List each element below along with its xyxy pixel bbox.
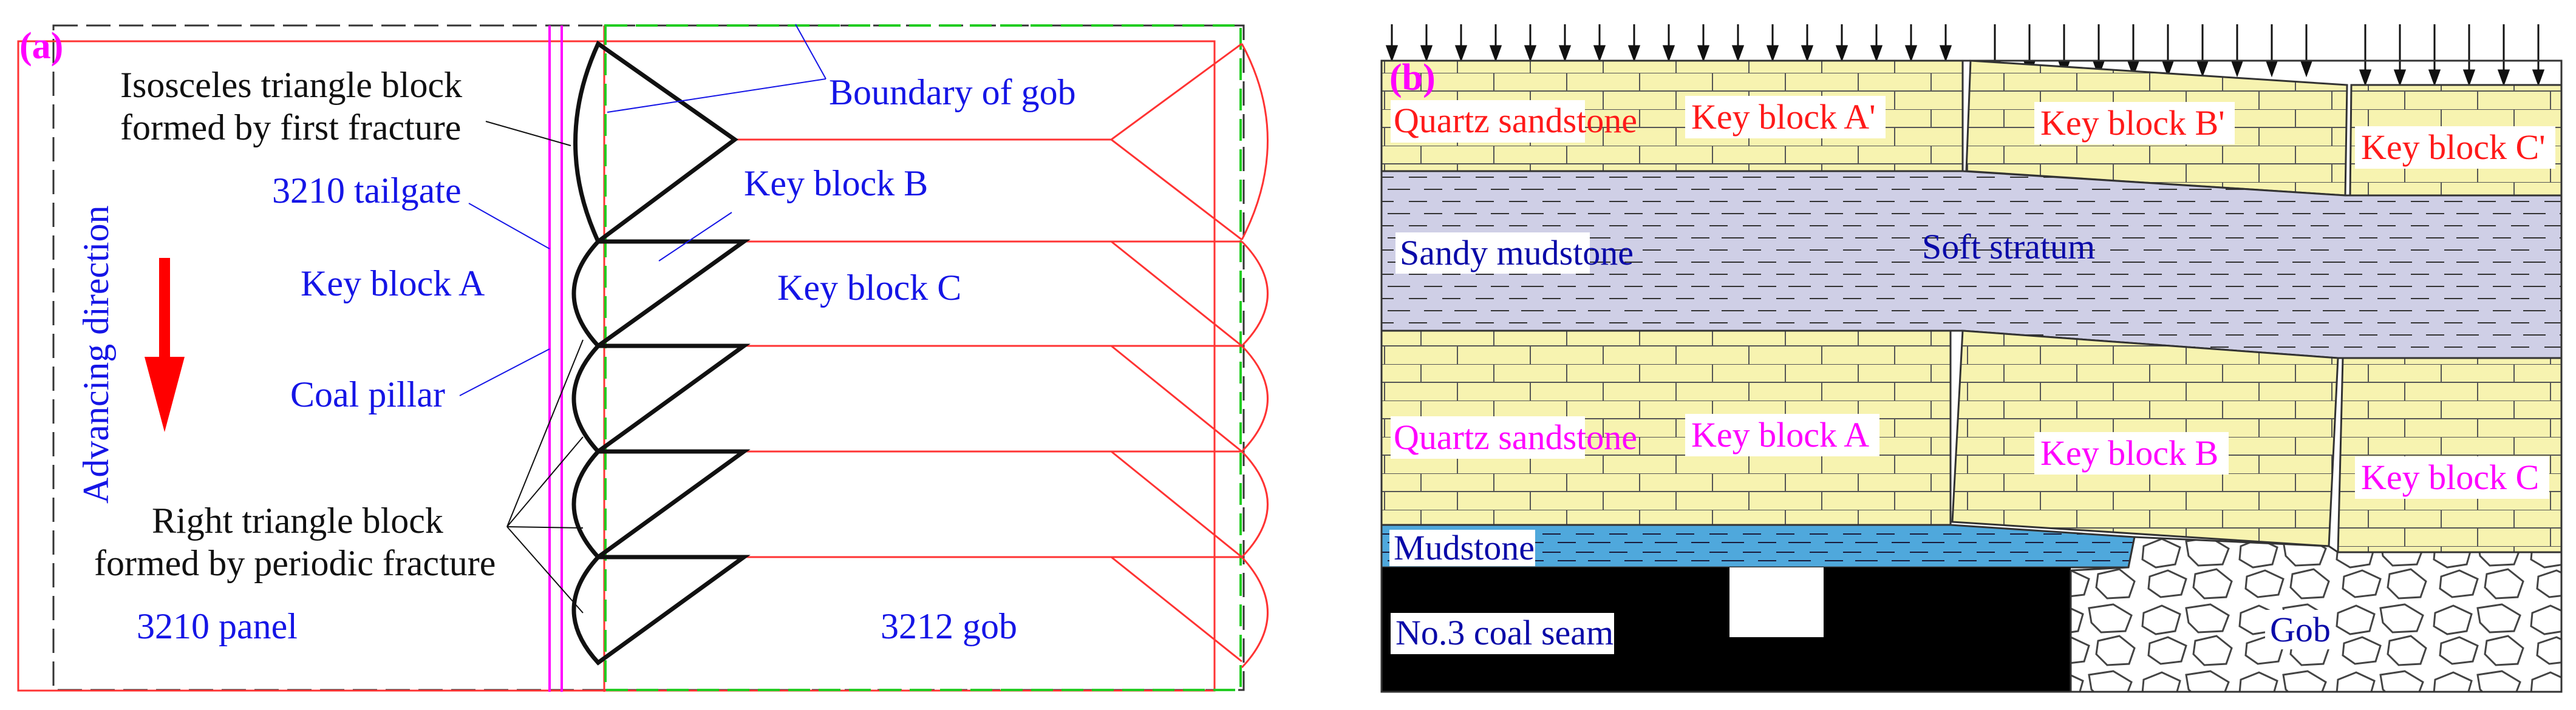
gob-boundary-dashed xyxy=(604,24,1242,691)
load-arrow-head xyxy=(1904,45,1918,63)
blue-leader-lines xyxy=(459,24,826,396)
label-quartz-sandstone-top: Quartz sandstone xyxy=(1394,101,1637,140)
label-soft-stratum: Soft stratum xyxy=(1922,227,2095,266)
panel-b-tag: (b) xyxy=(1389,57,1436,98)
label-mudstone: Mudstone xyxy=(1394,528,1535,567)
label-key-block-a-prime: Key block A' xyxy=(1691,97,1876,137)
gob-strips xyxy=(735,42,1269,669)
label-boundary-of-gob: Boundary of gob xyxy=(829,72,1076,112)
panel-b: (b) Quartz sandstone Key block A' Key bl… xyxy=(1380,24,2563,693)
load-arrow-head xyxy=(1558,45,1572,63)
load-arrow-head xyxy=(2359,69,2372,87)
roadway-opening xyxy=(1729,567,1824,637)
load-arrow-head xyxy=(1939,45,1952,63)
load-arrow-head xyxy=(2300,60,2313,78)
load-arrow-head xyxy=(1454,45,1468,63)
label-key-block-b: Key block B xyxy=(2040,433,2218,473)
load-arrow-head xyxy=(1627,45,1641,63)
leader-lines xyxy=(485,121,584,614)
label-isosceles-line1: Isosceles triangle block xyxy=(120,65,462,105)
key-block-c xyxy=(2337,357,2563,553)
load-arrow-head xyxy=(2265,60,2278,78)
load-arrow-head xyxy=(1835,45,1849,63)
label-advancing-direction: Advancing direction xyxy=(76,205,116,504)
right-triangle-block-1 xyxy=(571,239,751,349)
load-arrow-head xyxy=(2532,69,2545,87)
load-arrow-head xyxy=(1870,45,1883,63)
label-key-block-c: Key block C xyxy=(2361,458,2539,497)
load-arrow-head xyxy=(1697,45,1710,63)
triangle-blocks xyxy=(571,40,751,666)
load-arrow-head xyxy=(1420,45,1433,63)
label-key-block-a: Key block A xyxy=(1691,415,1869,455)
load-arrow-head xyxy=(1731,45,1745,63)
label-gob: Gob xyxy=(2270,610,2331,649)
label-3212-gob: 3212 gob xyxy=(881,606,1017,646)
label-key-block-c: Key block C xyxy=(777,268,961,308)
label-key-block-a: Key block A xyxy=(301,263,485,303)
label-sandy-mudstone: Sandy mudstone xyxy=(1400,233,1634,272)
load-arrow-head xyxy=(1662,45,1675,63)
load-arrow-head xyxy=(2462,69,2476,87)
label-no3-coal-seam: No.3 coal seam xyxy=(1395,613,1613,652)
label-key-block-b-prime: Key block B' xyxy=(2040,103,2225,143)
load-arrow-head xyxy=(2230,60,2244,78)
right-triangle-block-2 xyxy=(571,343,751,455)
load-arrow-head xyxy=(1593,45,1606,63)
load-arrow-head xyxy=(1385,45,1399,63)
label-3210-panel: 3210 panel xyxy=(137,606,298,646)
right-triangle-block-3 xyxy=(571,449,751,560)
load-arrow-head xyxy=(2196,60,2209,78)
label-key-block-c-prime: Key block C' xyxy=(2361,127,2546,167)
load-arrow-head xyxy=(1801,45,1814,63)
label-coal-pillar: Coal pillar xyxy=(290,374,445,414)
panel-a: (a) Isosceles triangle block formed by f… xyxy=(17,24,1269,692)
load-arrow-head xyxy=(1766,45,1779,63)
load-arrow-head xyxy=(1524,45,1537,63)
label-quartz-sandstone-bottom: Quartz sandstone xyxy=(1394,418,1637,457)
label-isosceles-line2: formed by first fracture xyxy=(120,107,461,147)
panel-b-frame xyxy=(1380,59,2563,693)
label-right-triangle-line2: formed by periodic fracture xyxy=(94,543,496,583)
advancing-arrow xyxy=(145,258,185,432)
load-arrow-head xyxy=(2393,69,2407,87)
load-arrow-head xyxy=(1489,45,1502,63)
label-3210-tailgate: 3210 tailgate xyxy=(272,171,462,211)
label-right-triangle-line1: Right triangle block xyxy=(152,501,443,541)
load-arrow-head xyxy=(2497,69,2510,87)
isosceles-block xyxy=(573,40,738,245)
panel-a-tag: (a) xyxy=(19,25,63,67)
right-triangle-block-4 xyxy=(571,555,751,666)
load-arrow-head xyxy=(2428,69,2441,87)
label-key-block-b: Key block B xyxy=(744,163,928,203)
